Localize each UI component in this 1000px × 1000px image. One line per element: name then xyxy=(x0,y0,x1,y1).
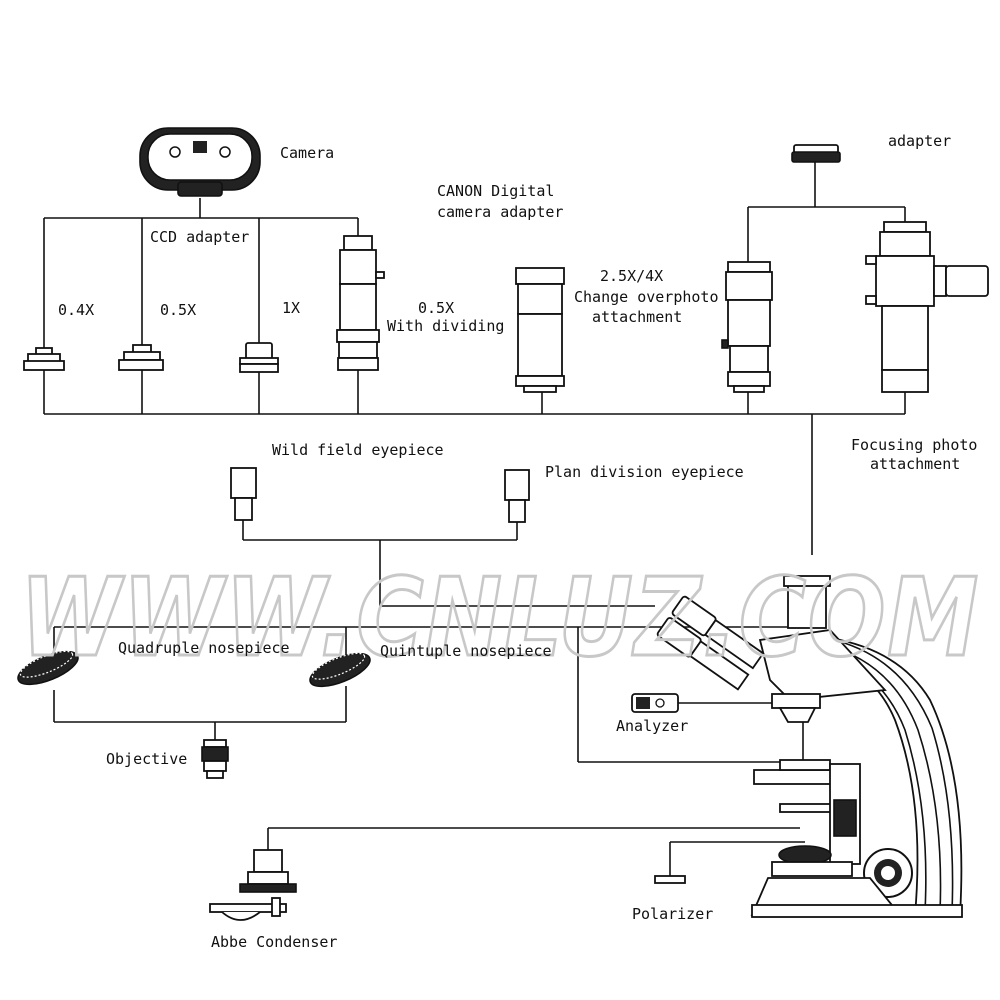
connector-lines xyxy=(43,162,906,876)
abbe-condenser-label: Abbe Condenser xyxy=(211,933,337,951)
change-overphoto-attachment-icon xyxy=(721,261,773,393)
microscope-body-icon xyxy=(656,575,963,918)
analyzer-icon xyxy=(631,693,679,713)
plan-division-eyepiece-icon xyxy=(504,469,530,523)
dividing-label-2: With dividing xyxy=(387,317,504,335)
labels: Camera CCD adapter CANON Digital camera … xyxy=(58,132,977,951)
objective-label: Objective xyxy=(106,750,187,768)
objective-icon xyxy=(201,739,229,779)
mag-04x-label: 0.4X xyxy=(58,301,94,319)
focusing-label-2: attachment xyxy=(870,455,960,473)
polarizer-label: Polarizer xyxy=(632,905,713,923)
change-overphoto-label-3: attachment xyxy=(592,308,682,326)
adapter-label: adapter xyxy=(888,132,951,150)
dividing-adapter-icon xyxy=(336,235,385,371)
canon-adapter-label-2: camera adapter xyxy=(437,203,563,221)
quintuple-nosepiece-icon xyxy=(309,652,371,688)
adapter-05x-icon xyxy=(118,344,164,371)
dividing-label-1: 0.5X xyxy=(418,299,454,317)
quadruple-nosepiece-icon xyxy=(17,650,79,686)
ccd-adapter-label: CCD adapter xyxy=(150,228,249,246)
abbe-condenser-icon xyxy=(209,849,297,921)
analyzer-label: Analyzer xyxy=(616,717,688,735)
wild-field-eyepiece-icon xyxy=(230,467,257,521)
camera-icon xyxy=(139,127,261,197)
camera-label: Camera xyxy=(280,144,334,162)
adapter-icon xyxy=(791,144,841,163)
quintuple-label: Quintuple nosepiece xyxy=(380,642,552,660)
mag-05x-label: 0.5X xyxy=(160,301,196,319)
mag-1x-label: 1X xyxy=(282,299,300,317)
canon-camera-adapter-icon xyxy=(515,267,565,393)
adapter-1x-icon xyxy=(239,342,279,373)
wild-field-label: Wild field eyepiece xyxy=(272,441,444,459)
change-overphoto-label-1: 2.5X/4X xyxy=(600,267,663,285)
polarizer-icon xyxy=(654,875,686,884)
plan-division-label: Plan division eyepiece xyxy=(545,463,744,481)
focusing-photo-attachment-icon xyxy=(865,221,989,393)
change-overphoto-label-2: Change overphoto xyxy=(574,288,719,306)
watermark-text: WWW.CNLUZ.COM xyxy=(20,556,980,681)
canon-adapter-label-1: CANON Digital xyxy=(437,182,554,200)
adapter-04x-icon xyxy=(23,347,65,371)
quadruple-label: Quadruple nosepiece xyxy=(118,639,290,657)
focusing-label-1: Focusing photo xyxy=(851,436,977,454)
